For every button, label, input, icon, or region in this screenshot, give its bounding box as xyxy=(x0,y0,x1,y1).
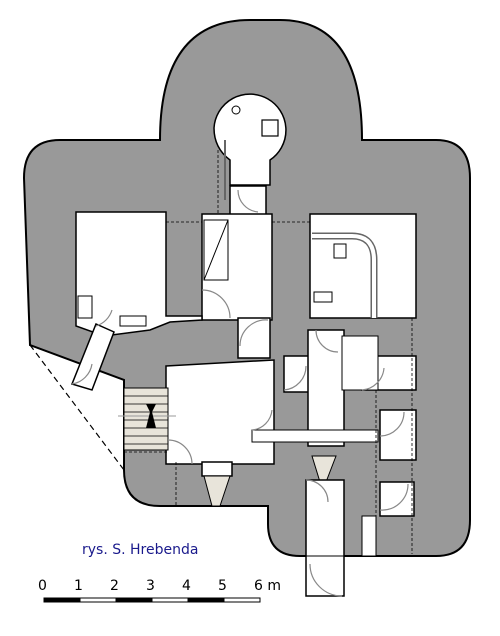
scale-segment xyxy=(115,597,153,603)
corridor-room xyxy=(229,185,267,217)
stair-post-icon xyxy=(146,404,156,428)
vent-lines xyxy=(124,150,413,554)
dashed-outline xyxy=(29,344,125,471)
scale-segment xyxy=(187,597,225,603)
staircase xyxy=(123,387,169,451)
gun-mount-icon xyxy=(77,295,93,319)
door-swings xyxy=(71,189,409,597)
table-icon xyxy=(119,315,147,327)
cupola-room xyxy=(213,93,287,186)
emergency-exit xyxy=(361,515,377,557)
scale-label-2: 2 xyxy=(110,578,119,594)
entrance-funnel xyxy=(203,475,231,507)
left-fighting-room xyxy=(75,211,203,337)
ammo-box-icon xyxy=(313,291,333,303)
author-credit: rys. S. Hrebenda xyxy=(82,542,199,558)
middle-room xyxy=(165,359,275,465)
scale-label-5: 5 xyxy=(218,578,227,594)
scale-segment xyxy=(43,597,81,603)
right-exit-room xyxy=(379,481,415,517)
rail-track-inner xyxy=(312,234,376,318)
turntable-icon xyxy=(333,243,347,259)
scale-bar: 0 1 2 3 4 5 6 m xyxy=(38,578,281,603)
scale-label-4: 4 xyxy=(182,578,191,594)
left-exit-passage xyxy=(70,322,115,391)
corridor-bench xyxy=(203,219,229,281)
right-corridor xyxy=(307,329,345,447)
scale-segment xyxy=(223,597,261,603)
right-vestibule xyxy=(341,335,379,391)
scale-segment xyxy=(151,597,189,603)
scale-label-1: 1 xyxy=(74,578,83,594)
central-corridor xyxy=(201,213,273,321)
corridor-lower xyxy=(237,317,271,359)
scale-label-0: 0 xyxy=(38,578,47,594)
scale-segment xyxy=(79,597,117,603)
lower-exit-corridor xyxy=(305,479,345,597)
entrance-lobby xyxy=(201,461,233,477)
scale-label-6: 6 m xyxy=(254,578,281,594)
corridor-diagonal xyxy=(203,219,229,281)
cupola-hole-icon xyxy=(231,105,241,115)
periscope-icon xyxy=(261,119,279,137)
lower-passage xyxy=(251,429,379,443)
right-fighting-room xyxy=(309,213,417,319)
scale-label-3: 3 xyxy=(146,578,155,594)
